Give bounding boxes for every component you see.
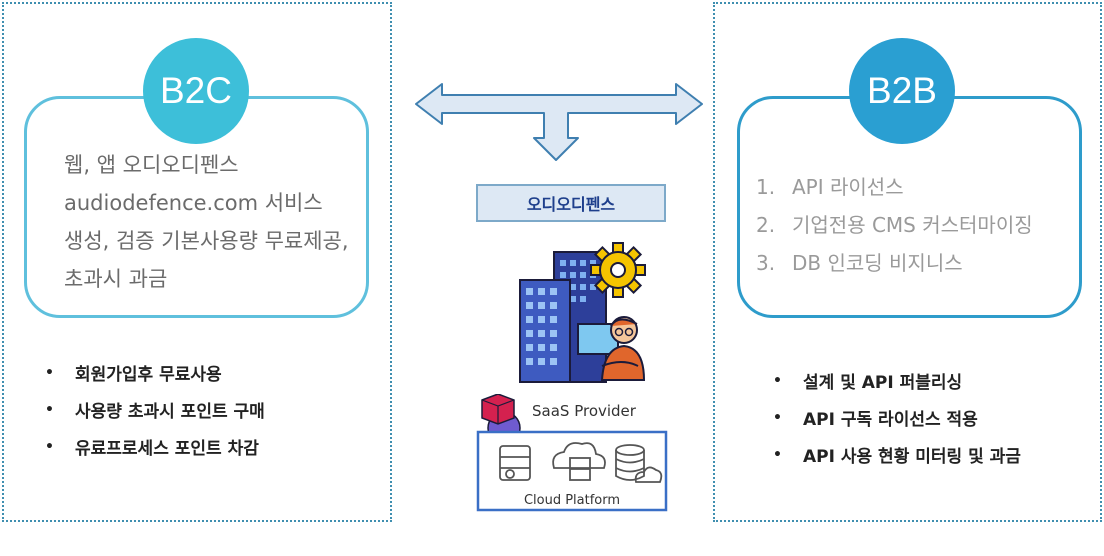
server-icon [499, 445, 531, 481]
bullet-item: • 설계 및 API 퍼블리싱 [773, 362, 1021, 399]
b2b-bullet-list: • 설계 및 API 퍼블리싱 • API 구독 라이선스 적용 • API 사용 현… [773, 362, 1021, 473]
list-text: DB 인코딩 비지니스 [792, 251, 963, 275]
list-number: 1. [756, 175, 776, 199]
bullet-icon: • [45, 364, 54, 381]
bullet-icon: • [45, 401, 54, 418]
bullet-icon: • [773, 446, 782, 463]
b2c-desc-line: 초과시 과금 [64, 267, 168, 291]
list-text: 기업전용 CMS 커스터마이징 [792, 213, 1033, 237]
b2b-list-item: 3. DB 인코딩 비지니스 [756, 244, 1076, 282]
database-cloud-icon [615, 444, 663, 483]
b2b-list-item: 1. API 라이선스 [756, 168, 1076, 206]
bullet-text: 설계 및 API 퍼블리싱 [803, 373, 963, 393]
b2c-bullet-list: • 회원가입후 무료사용 • 사용량 초과시 포인트 구매 • 유료프로세스 포인트 … [45, 354, 265, 465]
bullet-text: API 사용 현황 미터링 및 과금 [803, 447, 1021, 467]
bullet-item: • 유료프로세스 포인트 차감 [45, 428, 265, 465]
double-arrow-icon [415, 83, 703, 161]
audiodefence-label: 오디오디펜스 [476, 184, 666, 222]
bullet-text: 사용량 초과시 포인트 구매 [75, 402, 265, 422]
bullet-icon: • [45, 438, 54, 455]
bullet-icon: • [773, 372, 782, 389]
b2b-badge: B2B [849, 38, 955, 144]
cloud-platform-label: Cloud Platform [524, 493, 620, 508]
b2b-list-item: 2. 기업전용 CMS 커스터마이징 [756, 206, 1076, 244]
list-text: API 라이선스 [792, 175, 904, 199]
b2c-desc-line: 웹, 앱 오디오디펜스 [64, 153, 239, 177]
bullet-text: 회원가입후 무료사용 [75, 365, 222, 385]
bullet-item: • API 사용 현황 미터링 및 과금 [773, 436, 1021, 473]
bullet-text: 유료프로세스 포인트 차감 [75, 439, 259, 459]
bullet-item: • API 구독 라이선스 적용 [773, 399, 1021, 436]
b2c-desc-line: audiodefence.com 서비스 [64, 191, 323, 215]
bullet-item: • 회원가입후 무료사용 [45, 354, 265, 391]
saas-title: SaaS Provider [532, 402, 637, 420]
bullet-item: • 사용량 초과시 포인트 구매 [45, 391, 265, 428]
bullet-text: API 구독 라이선스 적용 [803, 410, 978, 430]
saas-cloud-diagram: SaaS Provider Cloud Platform [476, 394, 668, 512]
b2c-badge: B2C [143, 38, 249, 144]
b2c-panel [2, 2, 392, 522]
building-icon [519, 242, 646, 383]
gear-icon [590, 242, 646, 298]
bullet-icon: • [773, 409, 782, 426]
b2c-desc-line: 생성, 검증 기본사용량 무료제공, [64, 229, 349, 253]
list-number: 2. [756, 213, 776, 237]
b2c-description: 웹, 앱 오디오디펜스 audiodefence.com 서비스 생성, 검증 … [64, 146, 364, 298]
developer-icon [577, 316, 646, 381]
cloud-storage-icon [552, 442, 606, 481]
list-number: 3. [756, 251, 776, 275]
b2b-panel [713, 2, 1102, 522]
b2b-numbered-list: 1. API 라이선스 2. 기업전용 CMS 커스터마이징 3. DB 인코딩… [756, 168, 1076, 282]
